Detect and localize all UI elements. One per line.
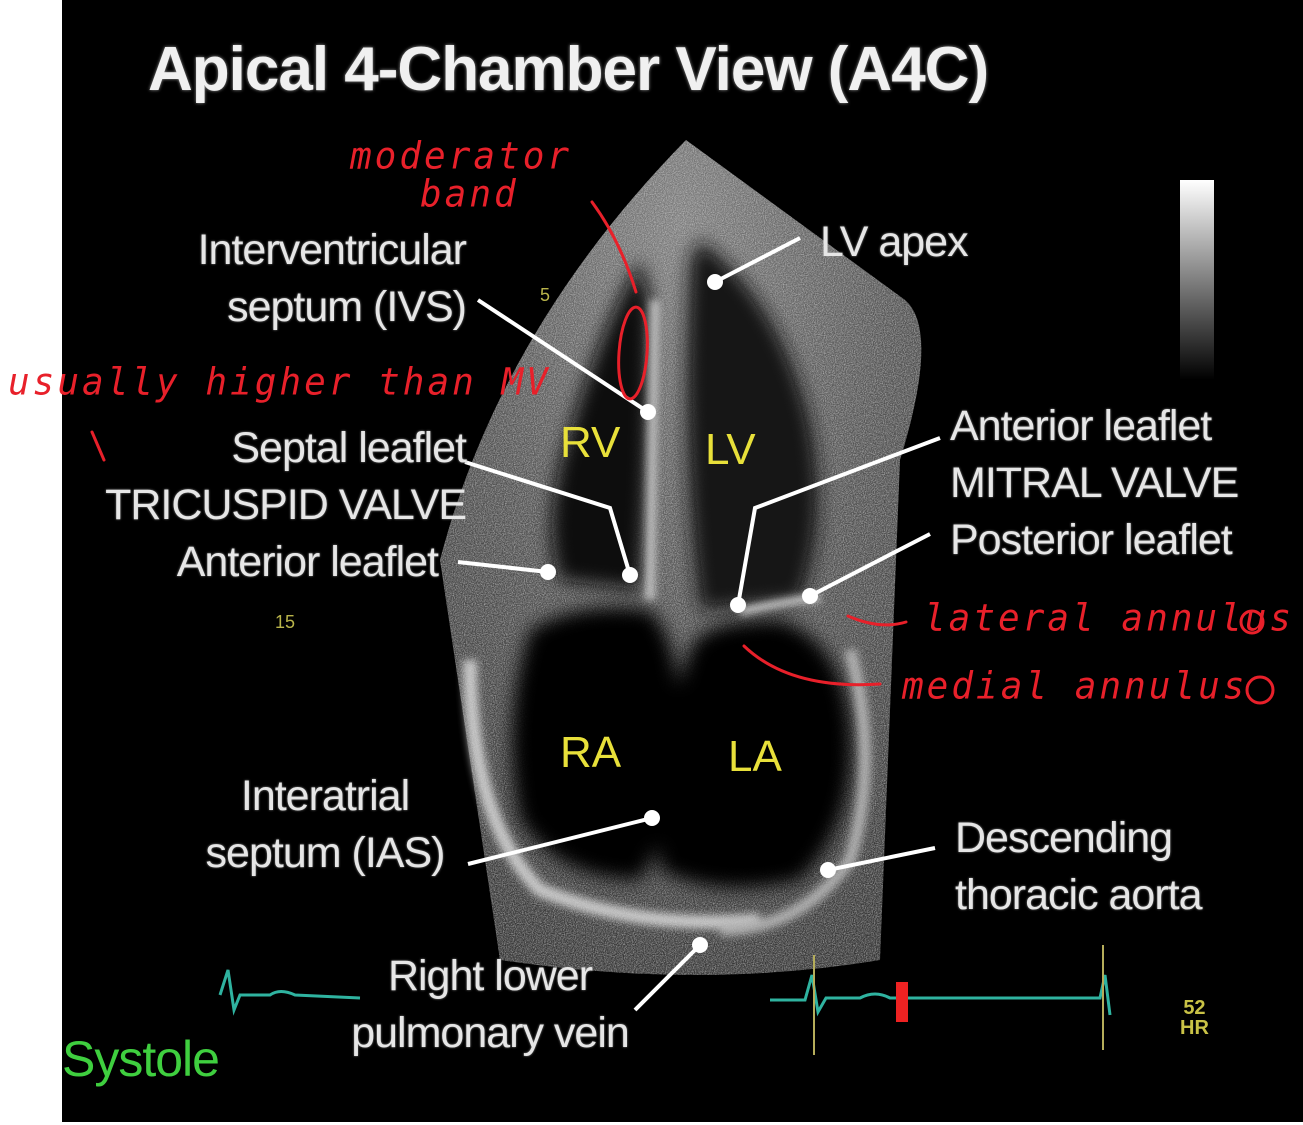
mitral-valve-text: MITRAL VALVE	[950, 459, 1239, 507]
label-interventricular-septum: Interventricular septum (IVS)	[120, 222, 467, 336]
note-lateral-annulus: lateral annulus	[924, 596, 1295, 641]
chamber-rv: RV	[560, 418, 621, 467]
aorta-line-1: Descending	[955, 814, 1173, 862]
label-tricuspid-valve: Septal leaflet TRICUSPID VALVE Anterior …	[90, 420, 467, 591]
posterior-leaflet-text: Posterior leaflet	[950, 516, 1233, 564]
note-moderator-line-2: band	[420, 172, 519, 216]
annotation-strokes	[90, 200, 1275, 705]
tricuspid-valve-text: TRICUSPID VALVE	[105, 481, 467, 529]
heart-rate-value: 52	[1183, 997, 1206, 1019]
label-interatrial-septum: Interatrial septum (IAS)	[190, 768, 460, 882]
septal-leaflet-text: Septal leaflet	[231, 424, 467, 472]
chamber-ra: RA	[560, 728, 622, 777]
note-moderator-band: moderator band	[350, 138, 572, 214]
ivs-line-1: Interventricular	[197, 226, 467, 274]
note-moderator-line-1: moderator	[350, 135, 573, 179]
rv-cavity	[552, 260, 650, 590]
ecg-markers	[813, 945, 1104, 1055]
grayscale-bar	[1180, 180, 1214, 380]
label-descending-aorta: Descending thoracic aorta	[955, 810, 1203, 924]
cardiac-phase-label: Systole	[62, 1031, 220, 1087]
heart-rate-readout: 52 HR	[1180, 998, 1209, 1038]
label-mitral-valve: Anterior leaflet MITRAL VALVE Posterior …	[950, 398, 1239, 569]
heart-rate-unit: HR	[1180, 1017, 1209, 1039]
chamber-lv: LV	[705, 425, 756, 474]
aorta-line-2: thoracic aorta	[955, 871, 1203, 919]
label-pulmonary-vein: Right lower pulmonary vein	[340, 948, 640, 1062]
label-lv-apex: LV apex	[820, 218, 969, 266]
la-cavity	[658, 620, 852, 888]
ultrasound-sector	[440, 140, 922, 975]
depth-tick-15: 15	[275, 612, 296, 632]
page-title: Apical 4-Chamber View (A4C)	[148, 35, 989, 104]
lv-cavity	[686, 240, 818, 610]
note-higher-than-mv: usually higher than MV	[8, 360, 551, 405]
ecg-cursor	[896, 982, 908, 1022]
note-medial-annulus: medial annulus	[902, 664, 1248, 709]
ias-line-2: septum (IAS)	[205, 829, 446, 877]
pv-line-2: pulmonary vein	[351, 1009, 630, 1057]
depth-tick-5: 5	[540, 285, 551, 305]
mv-anterior-leaflet-text: Anterior leaflet	[950, 402, 1212, 450]
ias-line-1: Interatrial	[240, 772, 410, 820]
ivs-line-2: septum (IVS)	[227, 283, 467, 331]
leader-lines	[457, 236, 941, 1012]
tv-anterior-leaflet-text: Anterior leaflet	[176, 538, 439, 586]
ecg-trace	[218, 969, 1112, 1017]
ra-cavity	[512, 607, 680, 880]
pv-line-1: Right lower	[387, 952, 593, 1000]
chamber-la: LA	[728, 732, 782, 781]
